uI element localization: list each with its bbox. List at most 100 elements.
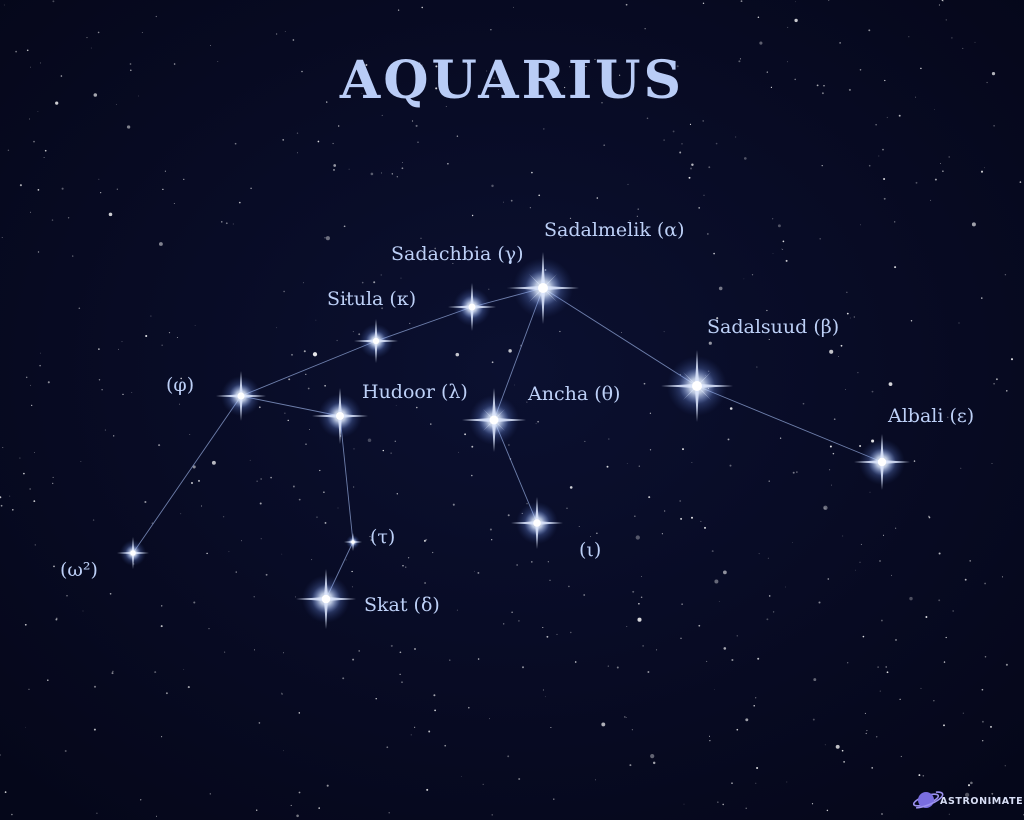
background-star (849, 317, 851, 319)
background-star (922, 775, 925, 777)
background-star (294, 596, 296, 598)
background-star (824, 507, 826, 509)
background-star (33, 140, 35, 143)
background-star (348, 168, 350, 170)
background-star (644, 28, 646, 30)
background-star (180, 513, 182, 515)
label-tau: (τ) (370, 526, 395, 548)
background-star (482, 783, 484, 786)
background-star (361, 281, 364, 284)
background-star (553, 798, 555, 800)
background-star (92, 519, 95, 521)
background-star (676, 65, 679, 68)
background-star (30, 384, 31, 386)
label-sadachbia: Sadachbia (γ) (391, 243, 524, 265)
background-star (489, 718, 490, 720)
background-star (723, 570, 727, 575)
background-star (969, 560, 972, 562)
background-star (221, 221, 223, 223)
background-star (259, 502, 262, 505)
background-star (652, 761, 656, 765)
background-star (795, 1, 796, 3)
background-star (402, 565, 404, 567)
background-star (823, 85, 825, 87)
background-star (25, 726, 27, 728)
background-star (709, 740, 711, 742)
background-star (305, 443, 307, 446)
background-star (1004, 765, 1006, 767)
background-star (656, 649, 658, 651)
background-star (875, 736, 878, 738)
background-star (755, 782, 757, 784)
background-star (224, 651, 226, 653)
background-star (336, 339, 338, 342)
background-star (503, 623, 505, 625)
background-star (211, 460, 216, 465)
background-star (727, 438, 730, 441)
background-star (641, 576, 642, 577)
background-star (723, 647, 727, 650)
background-star (381, 114, 383, 116)
background-star (777, 224, 781, 228)
background-star (217, 60, 219, 62)
background-star (948, 156, 950, 158)
background-star (739, 58, 741, 60)
background-star (47, 679, 49, 681)
background-star (962, 47, 964, 49)
background-star (768, 339, 770, 340)
background-star (566, 507, 568, 509)
background-star (729, 407, 733, 410)
background-star (643, 382, 646, 385)
background-star (816, 84, 819, 87)
background-star (569, 486, 573, 489)
background-star (386, 746, 389, 749)
background-star (920, 67, 922, 70)
background-star (871, 390, 874, 393)
background-star (818, 601, 821, 604)
background-star (365, 64, 368, 66)
background-star (390, 452, 392, 454)
background-star (538, 194, 541, 197)
background-star (812, 718, 815, 721)
background-star (745, 807, 747, 809)
background-star (991, 71, 996, 76)
background-star (682, 448, 684, 451)
background-star (882, 148, 884, 151)
background-star (154, 671, 157, 674)
background-star (0, 754, 1, 756)
star-labels: Sadalmelik (α) Sadachbia (γ) Situla (κ) … (60, 219, 974, 616)
background-star (757, 657, 760, 660)
background-star (529, 207, 531, 209)
background-star (543, 128, 545, 130)
background-star (399, 651, 402, 654)
background-star (991, 462, 993, 465)
background-star (513, 6, 515, 8)
background-star (491, 539, 493, 541)
label-omega2: (ω²) (60, 559, 98, 581)
background-star (603, 144, 606, 147)
background-star (768, 595, 771, 597)
background-star (583, 594, 586, 596)
background-star (98, 348, 100, 350)
label-iota: (ι) (579, 539, 601, 561)
background-star (681, 603, 683, 605)
background-star (208, 628, 210, 630)
background-star (312, 352, 318, 357)
background-star (447, 162, 449, 165)
background-star (650, 754, 655, 759)
background-star (637, 208, 639, 210)
background-star (794, 78, 796, 81)
background-star (952, 610, 954, 612)
background-star (342, 677, 345, 680)
background-star (698, 624, 701, 627)
background-star (729, 464, 732, 467)
background-star (109, 592, 112, 595)
background-star (452, 262, 454, 264)
background-star (301, 70, 303, 73)
background-star (296, 132, 299, 134)
background-star (82, 610, 84, 612)
background-star (560, 236, 562, 238)
background-star (395, 405, 397, 406)
background-star (991, 792, 994, 795)
background-star (165, 692, 168, 695)
